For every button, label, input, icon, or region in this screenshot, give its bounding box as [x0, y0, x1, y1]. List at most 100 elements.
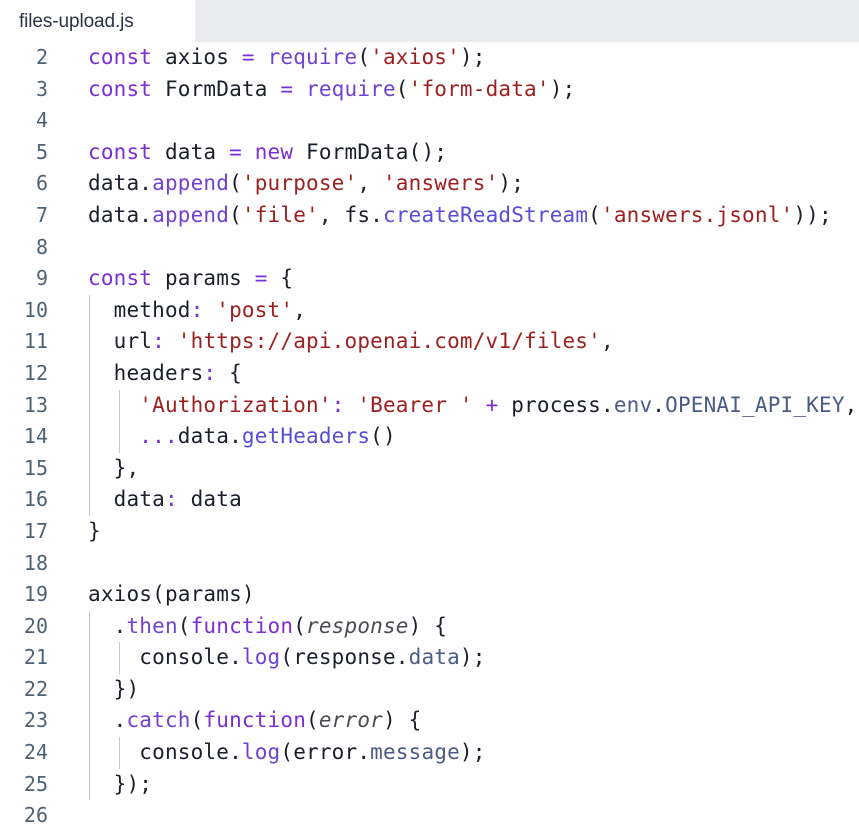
line-number: 19 — [23, 582, 48, 607]
line-number: 17 — [23, 518, 48, 543]
line-number: 23 — [23, 708, 48, 733]
code-line[interactable]: 8 — [0, 232, 859, 264]
code-token-plain: () — [370, 424, 396, 449]
code-token-prop: message — [370, 740, 460, 765]
code-token-op: ... — [139, 424, 178, 449]
code-line[interactable]: 16 data: data — [0, 484, 859, 516]
code-token-plain: ( — [293, 613, 307, 638]
code-token-plain: , — [844, 392, 858, 417]
indent-guide — [89, 484, 90, 516]
code-line[interactable]: 26 — [0, 800, 859, 826]
code-line[interactable]: 15 }, — [0, 452, 859, 485]
code-line[interactable]: 21 console.log(response.data); — [0, 642, 859, 674]
tab-bar-empty-space — [195, 0, 859, 42]
indent-guide — [89, 673, 90, 706]
code-token-plain: process — [511, 392, 601, 417]
editor-tab-label: files-upload.js — [19, 10, 134, 32]
code-token-plain — [88, 487, 114, 511]
code-text: data: data — [88, 484, 242, 516]
code-line[interactable]: 17} — [0, 516, 859, 548]
code-token-plain: console — [139, 645, 230, 670]
code-token-fn: require — [267, 45, 358, 69]
code-token-plain — [203, 298, 216, 322]
code-text: headers: { — [88, 358, 242, 390]
code-token-plain: response — [293, 645, 396, 670]
code-token-plain: ); — [459, 645, 486, 670]
code-token-op: : — [164, 487, 178, 512]
line-number: 8 — [35, 234, 48, 259]
code-token-plain: axios — [88, 582, 153, 607]
code-text: }); — [88, 769, 152, 801]
code-line[interactable]: 4 — [0, 105, 859, 137]
code-token-plain: data — [88, 171, 140, 196]
code-text: data.append('purpose', 'answers'); — [88, 168, 524, 200]
line-number: 11 — [23, 329, 48, 354]
code-line[interactable]: 20 .then(function(response) { — [0, 610, 859, 643]
code-token-str: 'answers.jsonl' — [601, 202, 794, 227]
editor-tab-files-upload-js[interactable]: files-upload.js — [0, 0, 195, 42]
code-token-fn: require — [306, 76, 396, 101]
code-line[interactable]: 23 .catch(function(error) { — [0, 705, 859, 738]
code-token-plain — [165, 329, 178, 353]
code-token-plain — [293, 140, 306, 164]
code-token-op: = — [254, 266, 268, 291]
code-token-fn: append — [152, 202, 230, 227]
code-token-plain: ; — [562, 76, 576, 101]
code-line[interactable]: 25 }); — [0, 768, 859, 801]
line-number: 21 — [23, 645, 48, 670]
indent-guide — [89, 610, 90, 643]
code-line[interactable]: 13 'Authorization': 'Bearer ' + process.… — [0, 389, 859, 422]
code-line[interactable]: 18 — [0, 548, 859, 580]
code-token-plain — [498, 393, 511, 417]
code-token-plain: (); — [408, 139, 448, 164]
code-token-plain: ); — [498, 171, 525, 196]
code-token-fn2: createReadStream — [383, 202, 589, 227]
code-token-plain: ( — [280, 645, 294, 670]
code-token-plain — [88, 614, 114, 638]
line-number: 10 — [23, 297, 48, 322]
code-line[interactable]: 12 headers: { — [0, 357, 859, 390]
code-text: .catch(function(error) { — [88, 705, 422, 737]
code-line[interactable]: 22 }) — [0, 673, 859, 706]
code-text: axios(params) — [88, 579, 255, 611]
code-token-plain: params — [164, 582, 242, 607]
code-token-op: : — [152, 329, 165, 354]
code-line[interactable]: 14 ...data.getHeaders() — [0, 421, 859, 453]
code-token-plain: . — [139, 202, 153, 227]
indent-guide — [89, 642, 90, 674]
code-line[interactable]: 10 method: 'post', — [0, 294, 859, 327]
code-token-fn: log — [241, 740, 281, 765]
code-token-kw: function — [203, 708, 307, 733]
code-token-plain: console — [139, 740, 230, 765]
code-text: .then(function(response) { — [88, 611, 447, 643]
code-token-str: 'file' — [241, 202, 319, 227]
code-token-kw: new — [254, 139, 294, 164]
code-text: const params = { — [88, 263, 293, 295]
indent-guide — [89, 452, 90, 485]
code-line[interactable]: 11 url: 'https://api.openai.com/v1/files… — [0, 326, 859, 358]
code-token-fn: append — [152, 171, 230, 196]
code-token-plain: axios — [164, 45, 230, 69]
code-token-op: + — [485, 392, 499, 417]
code-line[interactable]: 24 console.log(error.message); — [0, 737, 859, 769]
code-token-plain: . — [139, 171, 153, 196]
code-token-fn: catch — [126, 708, 191, 733]
code-token-plain: fs — [344, 202, 371, 227]
indent-guide — [119, 642, 120, 674]
code-line[interactable]: 19 axios(params) — [0, 579, 859, 611]
code-token-str: 'Bearer ' — [357, 392, 473, 417]
code-token-op: = — [241, 45, 255, 69]
code-token-plain: . — [113, 613, 127, 638]
code-token-plain: ( — [229, 171, 242, 196]
code-token-plain: ( — [395, 76, 409, 101]
line-number: 15 — [23, 455, 48, 480]
code-token-str: 'post' — [216, 297, 294, 322]
